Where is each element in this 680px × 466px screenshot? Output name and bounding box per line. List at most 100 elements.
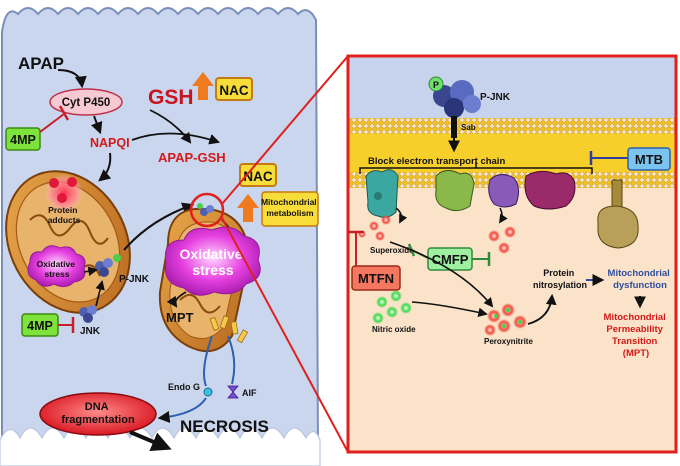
sab-protein <box>451 116 457 138</box>
4mp-top-inhibit-bar <box>58 105 70 121</box>
inset-panel <box>346 54 678 454</box>
gsh-label: GSH <box>148 86 194 109</box>
oxidative-stress-big-label: Oxidative stress <box>180 246 247 278</box>
intermembrane-band <box>348 134 676 172</box>
mito-metabolism-label: Mitochondrial metabolism <box>261 197 319 218</box>
dna-fragmentation-bubble <box>39 392 157 436</box>
oxidative-stress-small-line1: Oxidative <box>37 259 76 269</box>
oxidative-stress-big-line1: Oxidative <box>180 246 243 262</box>
cyp-to-napqi-arrow <box>91 115 103 135</box>
inset-border <box>346 54 678 454</box>
pjnk-molecule-circle <box>197 203 214 216</box>
cyp450-label: Cyt P450 <box>62 97 111 109</box>
inhibitor-4mp-top <box>5 127 41 151</box>
jnk-to-pjnk-arrow <box>95 280 105 307</box>
mpt-long-line2: Permeability <box>606 324 663 335</box>
inhibitor-4mp-top-label: 4MP <box>10 133 36 147</box>
mito-metabolism-box <box>261 191 319 227</box>
gsh-up-arrow <box>192 72 214 100</box>
mpt-label: MPT <box>166 310 194 325</box>
dna-to-necrosis-arrow <box>129 430 172 452</box>
mtb-box <box>627 147 671 171</box>
napqi-to-adducts-arrow <box>98 152 112 182</box>
complex1-to-superoxide-arrow <box>395 207 408 224</box>
peroxynitrite-to-nitrosylation-arrow <box>527 293 557 325</box>
mito-to-aif-arrow <box>227 335 236 385</box>
atp-synthase <box>597 179 639 249</box>
endo-g-dot <box>203 387 213 397</box>
mito-metabolism-line2: metabolism <box>266 208 314 218</box>
mito-dysfunction-label: Mitochondrial dysfunction <box>608 268 673 291</box>
p-badge-label: P <box>433 80 439 90</box>
mtfn-label: MTFN <box>358 271 394 286</box>
protein-nitrosylation-line2: nitrosylation <box>533 280 587 290</box>
zoom-connector-bottom <box>221 217 349 453</box>
dna-fragmentation-label: DNA fragmentation <box>61 401 135 426</box>
outer-membrane <box>348 118 676 134</box>
dna-fragmentation-line1: DNA <box>85 401 109 413</box>
protein-nitrosylation-label: Protein nitrosylation <box>533 268 587 290</box>
apap-to-cyp-arrow <box>57 69 87 89</box>
mpt-long-line3: Transition <box>612 336 658 347</box>
oxidative-stress-big-line2: stress <box>192 262 233 278</box>
nac-top-label: NAC <box>219 83 248 98</box>
oxidative-stress-small-label: Oxidative stress <box>37 259 78 279</box>
sab-label: Sab <box>461 123 476 132</box>
protein-adducts-label-line2: adducts <box>48 215 81 225</box>
etc-complex-1 <box>365 169 399 218</box>
mito-to-endog-arrow <box>203 335 213 387</box>
jnk-label: JNK <box>80 326 101 337</box>
mtb-label: MTB <box>635 152 663 167</box>
pjnk-left-label: P-JNK <box>119 274 150 285</box>
jnk-molecule <box>79 305 97 323</box>
pjnk-inset-label: P-JNK <box>480 92 511 103</box>
nitric-oxide-label: Nitric oxide <box>372 325 416 334</box>
peroxynitrite-label: Peroxynitrite <box>484 337 533 346</box>
etc-complex-3 <box>488 174 520 208</box>
peroxynitrite-cluster <box>484 303 527 336</box>
oxidative-stress-small-line2: stress <box>44 269 69 279</box>
mpt-long-label: Mitochondrial Permeability Transition (M… <box>604 312 669 359</box>
superoxide-label: Superoxide <box>370 246 414 255</box>
bottom-villi <box>0 427 321 466</box>
mpt-pores <box>209 315 249 344</box>
no-to-peroxynitrite-arrow <box>411 301 488 318</box>
block-etc-bracket <box>359 162 593 174</box>
4mp-top-inhibit-line <box>39 113 65 133</box>
stress-to-mpt-arrow <box>166 291 187 308</box>
cmfp-label: CMFP <box>432 252 469 267</box>
endo-g-label: Endo G <box>168 382 200 392</box>
nac-mid-box <box>239 163 277 187</box>
superoxide-cluster-right <box>488 226 516 254</box>
nitric-oxide-cluster <box>372 290 412 324</box>
pjnk-to-mito-arrow <box>123 202 195 251</box>
superoxide-cluster <box>358 215 391 241</box>
oxstress-to-pjnk-arrow <box>83 266 98 276</box>
mito-dysfunction-line1: Mitochondrial <box>608 268 670 279</box>
mito-dysfunction-line2: dysfunction <box>613 280 667 291</box>
pjnk-molecule-inset <box>433 80 481 118</box>
protein-adducts-cluster <box>45 174 83 212</box>
complex3-to-superoxide-arrow <box>499 207 508 224</box>
p-badge <box>428 76 444 92</box>
dna-fragmentation-line2: fragmentation <box>61 414 135 426</box>
mito-metabolism-up-arrow <box>237 194 259 222</box>
zoom-highlight-circle <box>189 192 225 228</box>
cyp450-bubble <box>49 88 123 116</box>
mtfn-box <box>351 265 401 291</box>
inset-top-region <box>348 56 676 118</box>
oxidative-stress-small-cloud <box>27 245 86 288</box>
inhibitor-4mp-bottom-label: 4MP <box>27 319 53 333</box>
mito-metabolism-line1: Mitochondrial <box>261 197 317 207</box>
necrosis-label: NECROSIS <box>180 417 269 436</box>
aif-icon <box>227 385 239 399</box>
zoom-connector-top <box>221 55 349 205</box>
nac-top-box <box>215 77 253 101</box>
mpt-long-line4: (MPT) <box>623 348 649 359</box>
aif-label: AIF <box>242 388 257 398</box>
etc-complex-2 <box>435 170 475 212</box>
mpt-long-line1: Mitochondrial <box>604 312 666 323</box>
protein-adducts-label: Protein adducts <box>48 205 81 225</box>
superoxide-to-peroxynitrite-arrow <box>389 241 494 308</box>
